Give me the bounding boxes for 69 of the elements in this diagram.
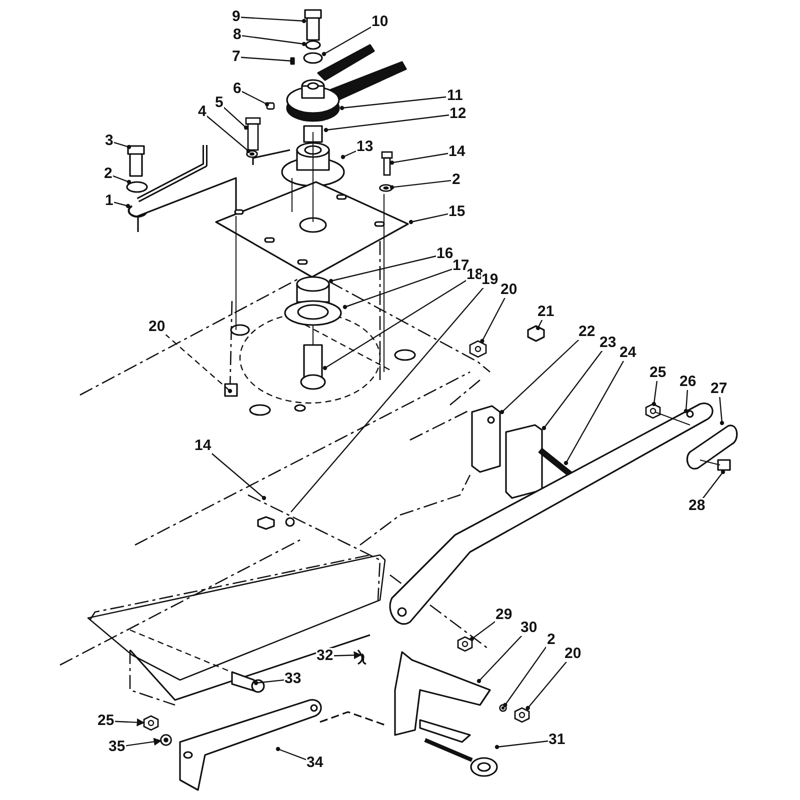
- bolt-icon: [245, 117, 261, 151]
- nut-icon: [514, 707, 530, 723]
- washer-icon: [160, 734, 172, 746]
- leader-line: [206, 114, 250, 154]
- leader-line: [240, 90, 270, 106]
- leader-line: [210, 452, 266, 500]
- callout-number: 26: [678, 374, 698, 390]
- leader-line: [125, 738, 162, 746]
- leader-line: [290, 286, 484, 512]
- washer-icon: [379, 184, 393, 192]
- leader-line: [470, 620, 496, 641]
- leader-line: [503, 645, 548, 708]
- callout-number: 10: [370, 14, 390, 30]
- callout-number: 24: [618, 345, 638, 361]
- leader-line: [494, 740, 549, 750]
- leader-line: [324, 114, 450, 132]
- leader-line: [564, 360, 625, 466]
- leader-line: [500, 338, 580, 414]
- leader-line: [408, 213, 449, 224]
- nut-icon: [457, 636, 473, 652]
- callout-number: 5: [214, 95, 224, 111]
- leader-line: [240, 16, 306, 24]
- leader-line: [480, 296, 506, 344]
- callout-number: 27: [710, 381, 728, 397]
- leader-line: [328, 255, 437, 284]
- leader-line: [719, 396, 724, 426]
- leader-line: [240, 34, 306, 46]
- callout-number: 4: [197, 104, 208, 120]
- leader-line: [542, 350, 604, 430]
- leader-line: [684, 388, 688, 414]
- callout-number: 20: [148, 319, 166, 335]
- leader-line: [112, 142, 132, 150]
- leader-line: [112, 201, 130, 208]
- callout-number: 13: [356, 139, 374, 155]
- leader-line: [254, 679, 285, 686]
- nut-icon: [645, 403, 661, 419]
- nut-icon: [469, 340, 487, 358]
- callout-number: 19: [480, 272, 500, 288]
- callout-number: 20: [564, 646, 582, 662]
- leader-line: [333, 651, 362, 660]
- leader-line: [342, 268, 453, 310]
- leader-line: [390, 180, 452, 190]
- callout-number: 2: [546, 632, 556, 648]
- callout-number: 29: [494, 607, 514, 623]
- leader-line: [276, 746, 307, 760]
- leader-line: [526, 660, 568, 710]
- callout-number: 22: [578, 324, 596, 340]
- bolt-icon: [381, 151, 393, 176]
- leader-line: [222, 106, 248, 130]
- callout-number: 21: [536, 304, 556, 320]
- leader-line: [476, 634, 523, 684]
- washer-icon: [499, 704, 507, 712]
- leader-line: [702, 470, 726, 500]
- leader-line: [322, 26, 372, 56]
- leader-line: [536, 318, 544, 330]
- leader-line: [390, 152, 449, 165]
- leader-line: [114, 718, 145, 726]
- leader-line: [652, 380, 658, 406]
- callout-number: 30: [520, 620, 538, 636]
- callout-number: 23: [598, 335, 618, 351]
- leader-line: [340, 96, 448, 110]
- callout-number: 25: [648, 365, 668, 381]
- leader-line: [164, 334, 232, 394]
- leader-line: [112, 174, 132, 184]
- leader-line: [340, 150, 357, 160]
- callout-number: 14: [194, 438, 212, 454]
- callout-number: 20: [500, 282, 518, 298]
- leader-line: [322, 280, 467, 370]
- nut-icon: [143, 715, 159, 731]
